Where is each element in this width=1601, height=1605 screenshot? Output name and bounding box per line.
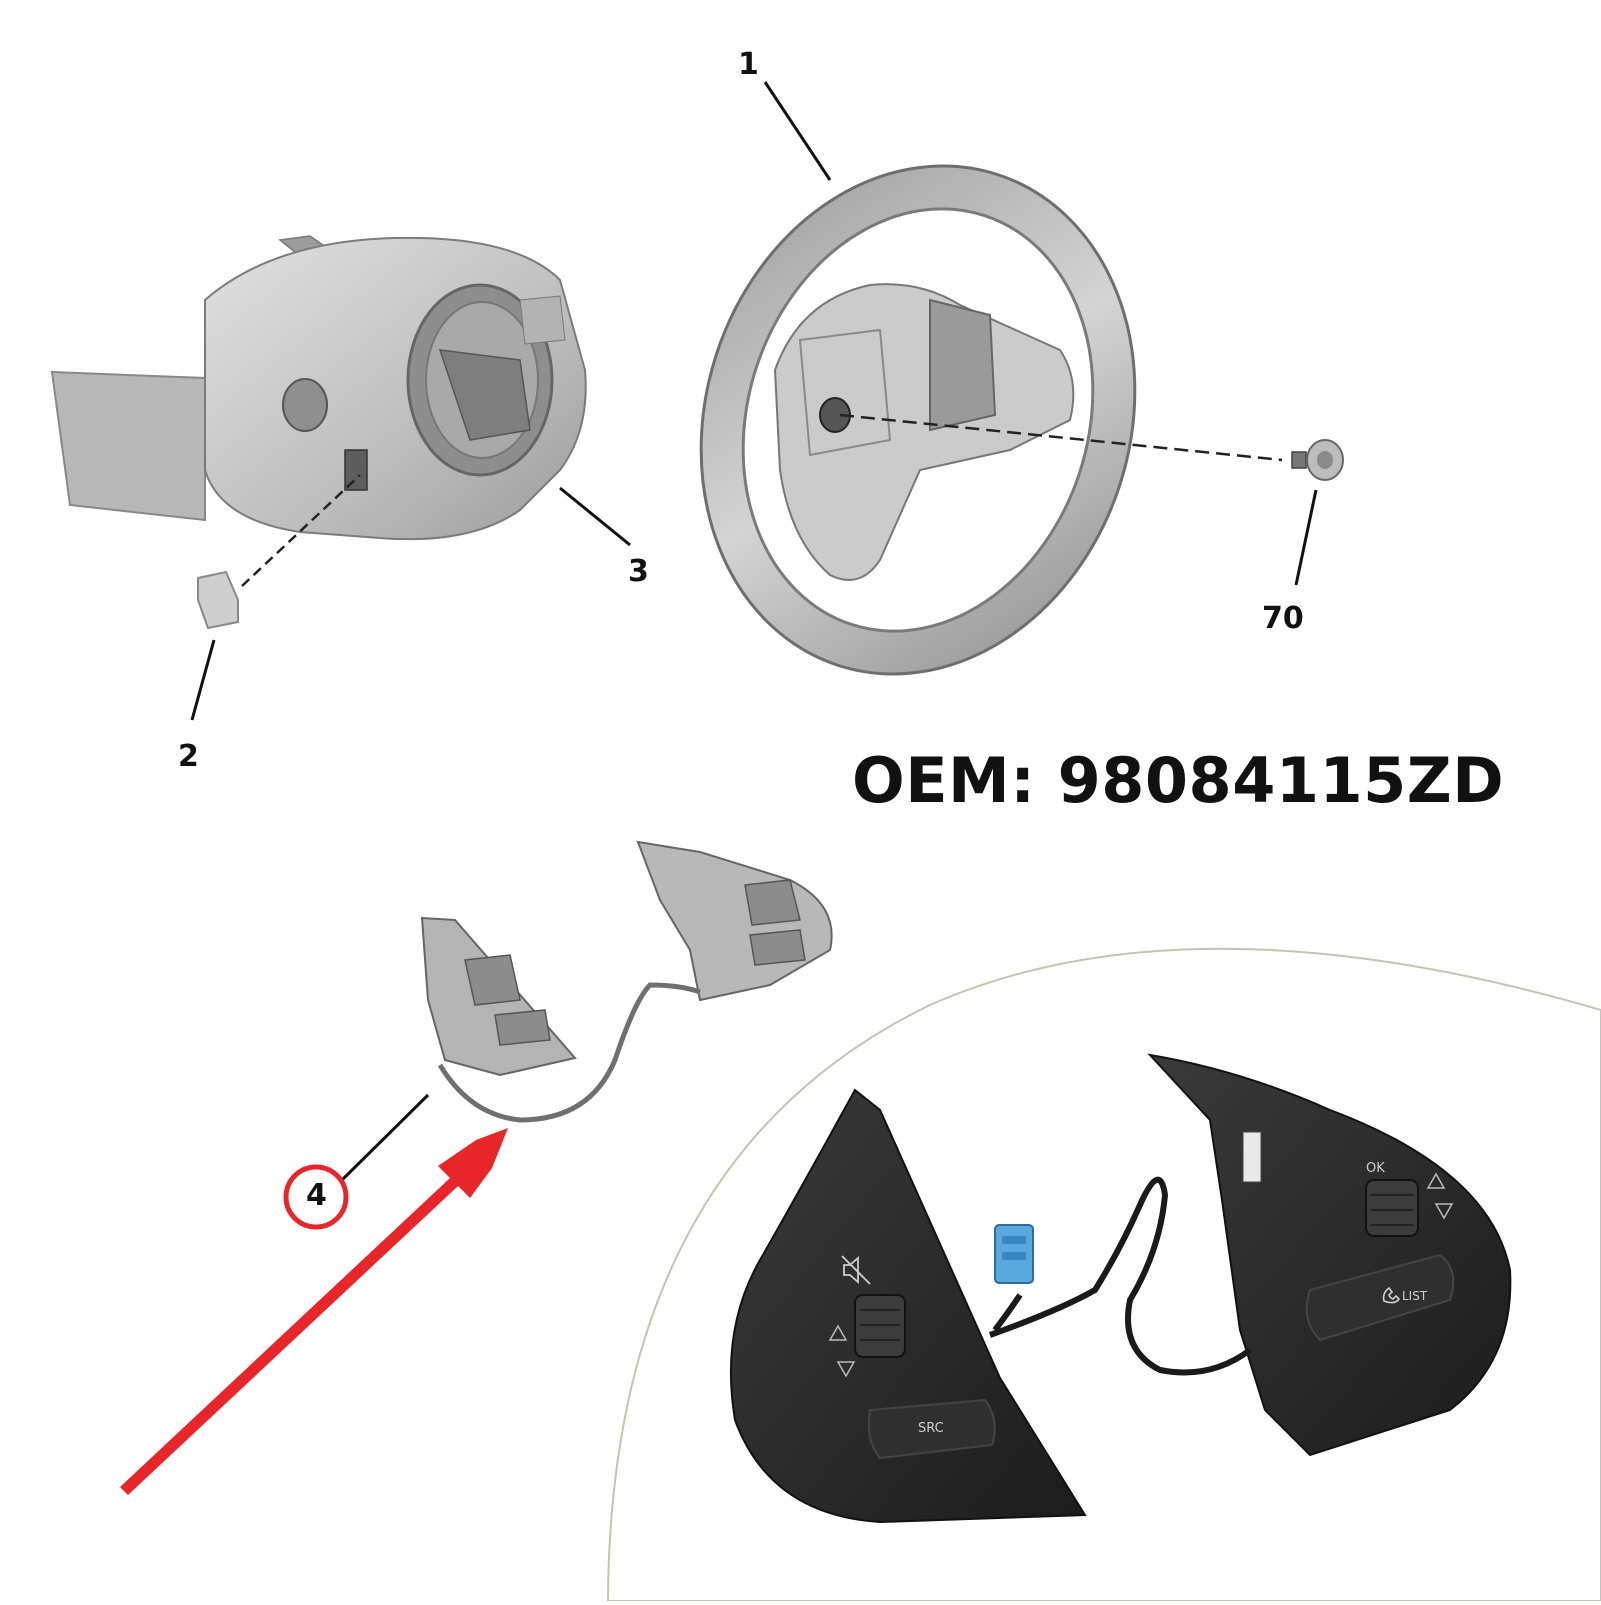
callout-2: 2 xyxy=(178,739,199,774)
mute-icon xyxy=(841,1255,871,1285)
oem-number-label: OEM: 98084115ZD xyxy=(852,744,1505,817)
switch-assembly-drawing xyxy=(420,840,833,1123)
red-arrow-icon xyxy=(120,1128,508,1495)
phone-icon xyxy=(1382,1286,1401,1304)
callout-1: 1 xyxy=(738,47,759,82)
src-button-label: SRC xyxy=(918,1421,944,1436)
product-photo xyxy=(606,947,1601,1602)
steering-wheel-part xyxy=(699,164,1137,676)
small-cover-part xyxy=(197,474,361,630)
list-button-label: LIST xyxy=(1402,1289,1428,1303)
highlight-circle xyxy=(283,1164,349,1230)
bolt-part xyxy=(839,413,1344,481)
callout-3: 3 xyxy=(628,554,649,589)
column-shroud-part xyxy=(50,235,587,541)
ok-button-label: OK xyxy=(1366,1161,1385,1176)
callout-4: 4 xyxy=(306,1178,327,1213)
leader-lines xyxy=(190,81,1318,1182)
callout-70: 70 xyxy=(1262,601,1304,636)
